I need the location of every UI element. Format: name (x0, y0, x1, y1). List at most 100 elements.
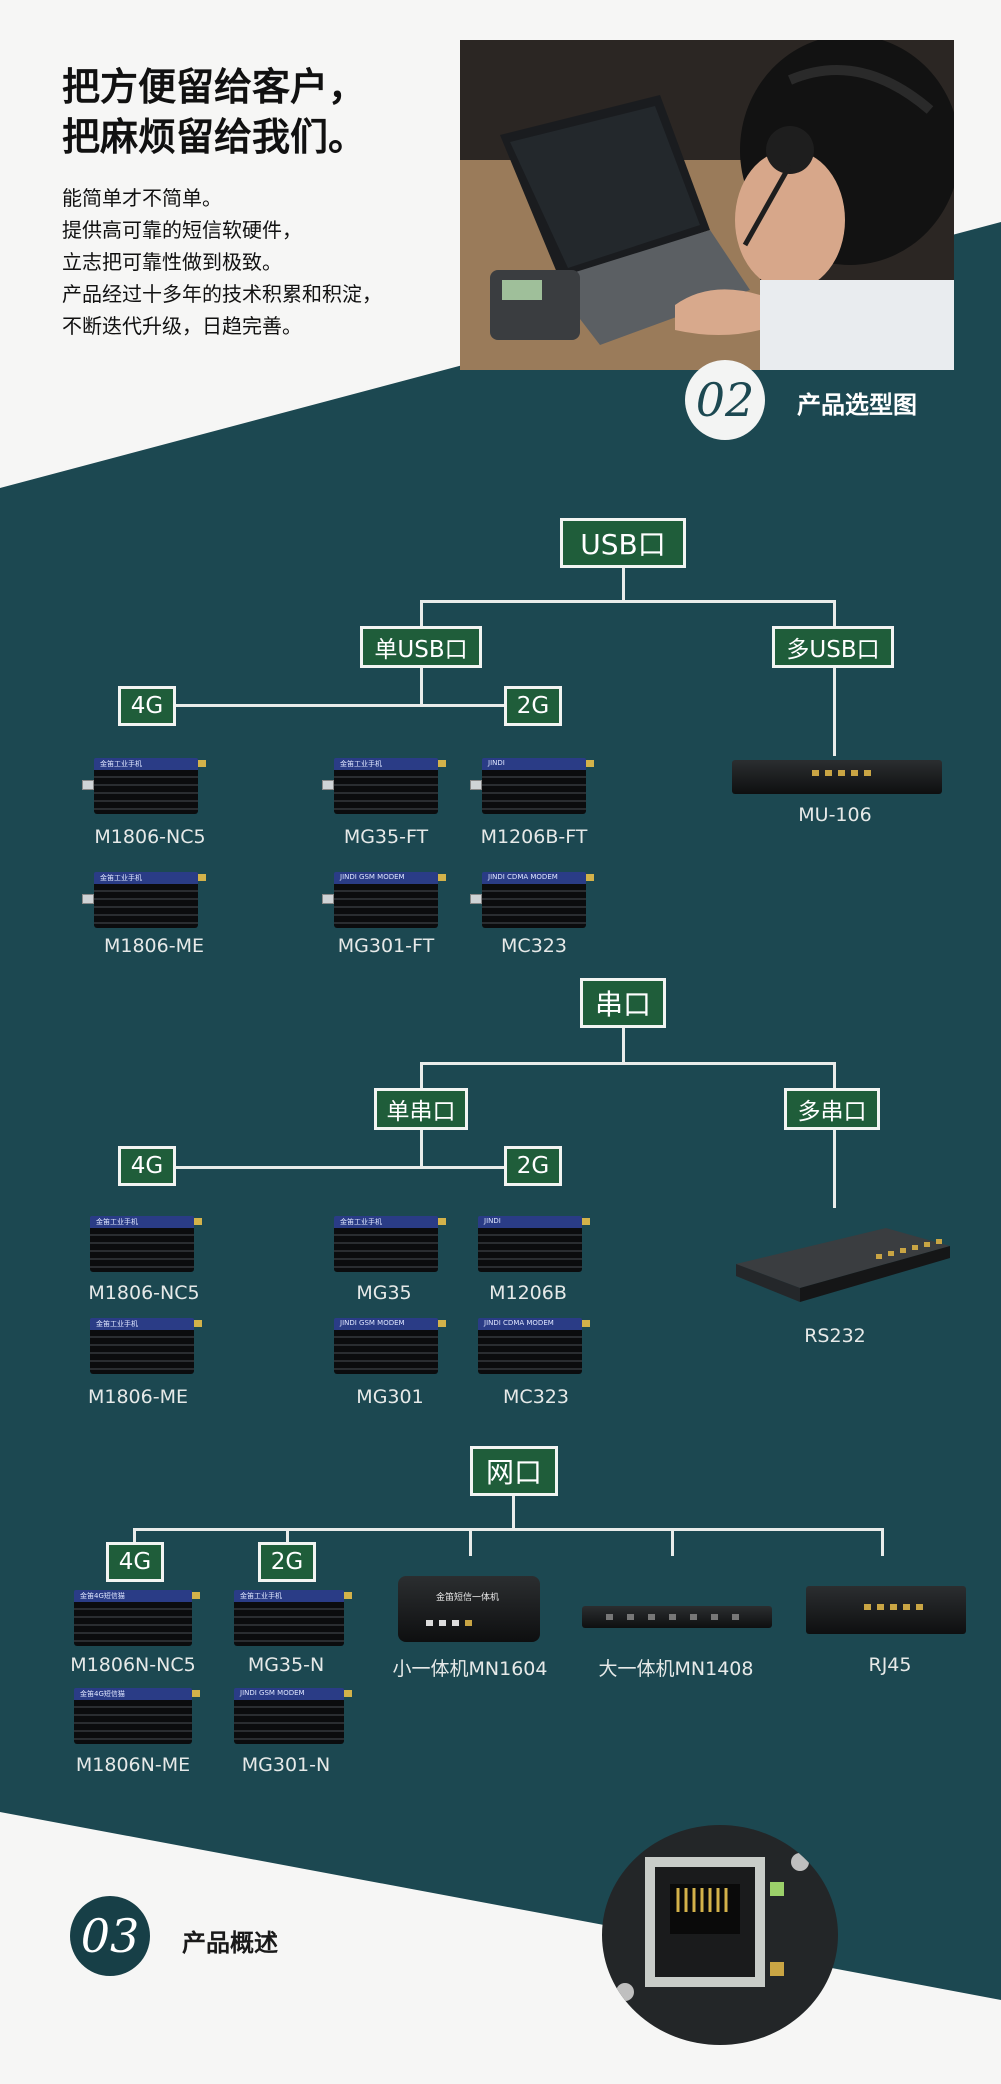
section-02-title: 产品选型图 (797, 391, 917, 419)
device-brand-tag: 金笛工业手机 (100, 874, 142, 882)
product-label: M1206B-FT (480, 826, 588, 848)
device-brand-tag: 金笛工业手机 (340, 760, 382, 768)
hero-title-line1: 把方便留给客户， (62, 65, 367, 109)
connector-line (622, 1026, 625, 1064)
modem-device-image: 金笛工业手机 (322, 758, 446, 814)
hero-body-line: 提供高可靠的短信软硬件， (62, 218, 302, 242)
connector-line (145, 704, 535, 707)
usb-root-node[interactable]: USB口 (560, 518, 686, 568)
device-brand-tag: 金笛4G短信猫 (80, 1592, 125, 1600)
rs232-rack-image (736, 1228, 950, 1302)
hero-body-line: 不断迭代升级，日趋完善。 (62, 314, 302, 338)
rack-ports (606, 1614, 739, 1620)
product-label: M1806N-NC5 (70, 1654, 196, 1676)
device-brand-tag: 金笛工业手机 (100, 760, 142, 768)
rack-ports (812, 770, 871, 776)
small-all-in-one-image: 金笛短信一体机 (398, 1576, 540, 1642)
net-4g-node[interactable]: 4G (106, 1542, 164, 1582)
product-label: M1806-ME (87, 1386, 188, 1408)
rack-device-image (732, 760, 942, 794)
rj45-rack-image (806, 1586, 966, 1634)
device-brand-tag: 金笛4G短信猫 (80, 1690, 125, 1698)
section-02-number: 02 (695, 373, 755, 427)
hero-body-line: 立志把可靠性做到极致。 (62, 250, 282, 274)
net-2g-node[interactable]: 2G (258, 1542, 316, 1582)
modem-device-image: JINDI CDMA MODEM (470, 872, 594, 928)
device-brand-tag: 金笛工业手机 (240, 1592, 282, 1600)
modem-device-image: 金笛工业手机 (82, 758, 206, 814)
modem-device-image: JINDI (478, 1216, 590, 1272)
device-brand-tag: 金笛工业手机 (96, 1320, 138, 1328)
device-brand-tag: JINDI (488, 759, 505, 767)
connector-line (512, 1494, 515, 1530)
modem-device-image: 金笛工业手机 (90, 1318, 202, 1374)
large-all-in-one-image (582, 1606, 772, 1628)
connector-line (833, 1062, 836, 1090)
usb-4g-node[interactable]: 4G (118, 686, 176, 726)
device-brand-tag: JINDI GSM MODEM (340, 873, 405, 881)
device-brand-tag: 金笛工业手机 (96, 1218, 138, 1226)
connector-line (420, 1062, 423, 1090)
hero-body-line: 能简单才不简单。 (62, 186, 222, 210)
hero-body-line: 产品经过十多年的技术积累和积淀， (62, 282, 382, 306)
connector-line (133, 1528, 136, 1546)
connector-line (145, 1166, 535, 1169)
modem-device-image: JINDI GSM MODEM (322, 872, 446, 928)
product-label: 小一体机MN1604 (392, 1658, 548, 1680)
hero-title: 把方便留给客户， 把麻烦留给我们。 (62, 62, 366, 162)
connector-line (420, 600, 836, 603)
modem-device-image: JINDI CDMA MODEM (478, 1318, 590, 1374)
connector-line (622, 566, 625, 602)
product-label: MG35-FT (343, 826, 429, 848)
product-label: MG301-N (241, 1754, 331, 1776)
connector-line (881, 1528, 884, 1556)
modem-device-image: JINDI (470, 758, 594, 814)
section-02-badge: 02 (685, 360, 765, 440)
modem-device-image: 金笛4G短信猫 (74, 1590, 200, 1646)
usb-single-node[interactable]: 单USB口 (360, 626, 482, 668)
product-label: MC323 (503, 1386, 569, 1408)
product-label: MG301-FT (337, 935, 435, 957)
device-brand-tag: JINDI (484, 1217, 501, 1225)
connector-line (833, 1128, 836, 1208)
product-label: RJ45 (868, 1654, 912, 1676)
modem-device-image: 金笛工业手机 (234, 1590, 352, 1646)
modem-device-image: 金笛工业手机 (334, 1216, 446, 1272)
modem-device-image: 金笛工业手机 (82, 872, 206, 928)
serial-4g-node[interactable]: 4G (118, 1146, 176, 1186)
connector-line (420, 666, 423, 706)
product-label: MC323 (501, 935, 567, 957)
device-brand-tag: 金笛工业手机 (340, 1218, 382, 1226)
serial-multi-node[interactable]: 多串口 (784, 1088, 880, 1130)
rack-ports (864, 1604, 923, 1610)
net-root-node[interactable]: 网口 (470, 1446, 558, 1496)
device-brand-tag: JINDI GSM MODEM (340, 1319, 405, 1327)
device-brand-tag: JINDI CDMA MODEM (484, 1319, 554, 1327)
product-label: MG35-N (247, 1654, 325, 1676)
product-label: M1806N-ME (75, 1754, 191, 1776)
usb-2g-node[interactable]: 2G (504, 686, 562, 726)
hero-photo-call-center (460, 40, 954, 370)
connector-line (286, 1528, 289, 1546)
device-brand-tag: JINDI GSM MODEM (240, 1689, 305, 1697)
section-03-badge: 03 (70, 1896, 150, 1976)
aio-ports (426, 1620, 472, 1626)
connector-line (133, 1528, 884, 1531)
serial-2g-node[interactable]: 2G (504, 1146, 562, 1186)
product-label: MU-106 (798, 804, 872, 826)
serial-root-node[interactable]: 串口 (580, 978, 666, 1028)
connector-line (671, 1528, 674, 1556)
product-label: M1806-NC5 (88, 1282, 200, 1304)
modem-device-image: JINDI GSM MODEM (334, 1318, 446, 1374)
connector-line (469, 1528, 472, 1556)
aio-brand-tag: 金笛短信一体机 (436, 1593, 500, 1603)
product-label: 大一体机MN1408 (598, 1658, 754, 1680)
connector-line (420, 1062, 836, 1065)
product-label: MG35 (356, 1282, 412, 1304)
product-label: M1806-NC5 (94, 826, 206, 848)
serial-single-node[interactable]: 单串口 (374, 1088, 468, 1130)
product-label: MG301 (356, 1386, 424, 1408)
modem-device-image: 金笛工业手机 (90, 1216, 202, 1272)
usb-multi-node[interactable]: 多USB口 (772, 626, 894, 668)
